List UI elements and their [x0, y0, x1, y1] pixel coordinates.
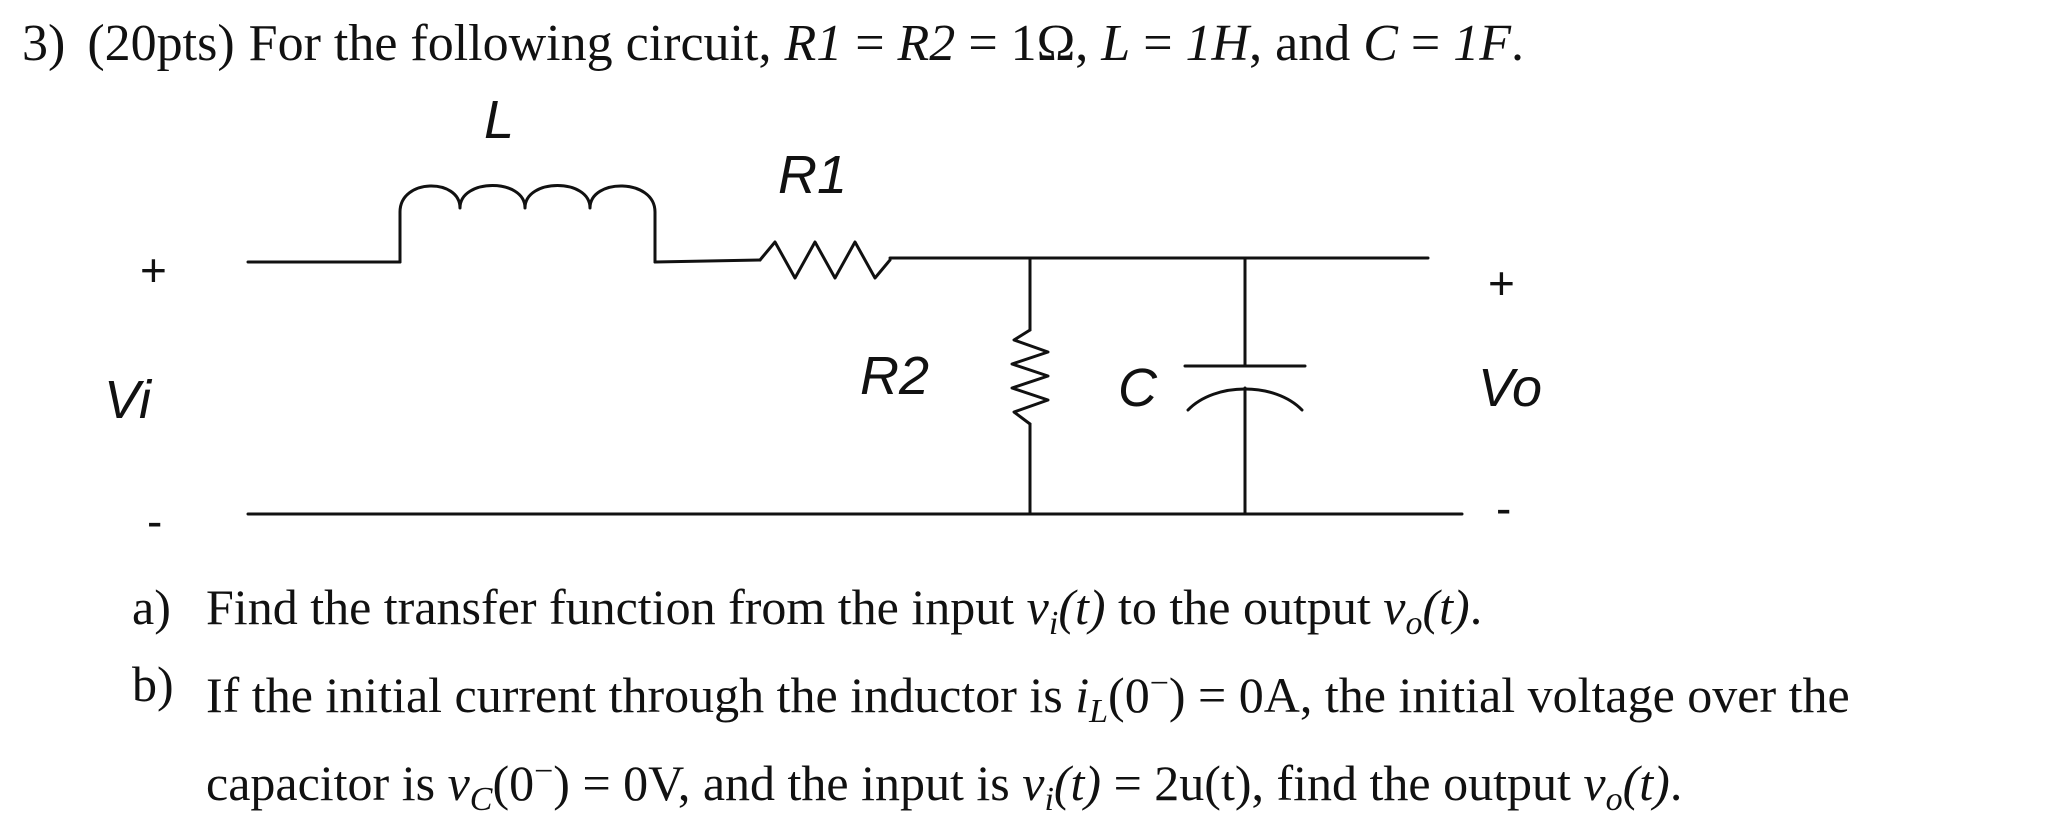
inductor-coil: [398, 184, 657, 264]
wire-inductor-r1: [653, 258, 762, 264]
part-b-label: b): [132, 656, 174, 712]
problem-number: 3): [22, 15, 66, 72]
label-r2: R2: [860, 346, 929, 406]
part-b-continued: capacitor is vC(0−) = 0V, and the input …: [132, 742, 1850, 830]
given-values: R1 = R2 = 1Ω, L = 1H, and C = 1F.: [784, 15, 1524, 72]
vin-minus-sign: -: [147, 495, 162, 547]
problem-points: (20pts): [87, 15, 235, 72]
problem-intro: For the following circuit,: [248, 15, 772, 72]
part-b: b) If the initial current through the in…: [132, 654, 1850, 742]
resistor-r1: [758, 240, 892, 280]
capacitance-value: 1F: [1453, 15, 1511, 72]
part-b-line-1: If the initial current through the induc…: [206, 665, 1850, 730]
l-symbol: L: [1101, 15, 1131, 72]
r2-symbol: R2: [897, 15, 956, 72]
label-inductor: L: [484, 90, 514, 150]
label-vin: Vi: [104, 370, 153, 430]
label-r1: R1: [778, 145, 847, 205]
part-a: a) Find the transfer function from the i…: [132, 577, 1850, 654]
question-parts: a) Find the transfer function from the i…: [132, 577, 1850, 830]
c-symbol: C: [1363, 15, 1398, 72]
vin-plus-sign: +: [140, 244, 167, 296]
label-vout: Vo: [1478, 358, 1542, 418]
problem-statement: 3) (20pts)For the following circuit, R1 =…: [22, 8, 1524, 80]
vout-minus-sign: -: [1496, 482, 1511, 534]
label-capacitor: C: [1118, 358, 1158, 418]
part-a-text: Find the transfer function from the inpu…: [206, 579, 1483, 642]
vout-plus-sign: +: [1488, 257, 1515, 309]
r1-symbol: R1: [784, 15, 843, 72]
resistance-value: 1Ω: [1010, 15, 1076, 72]
circuit-diagram: L R1 R2 C Vi Vo + - + -: [104, 90, 1542, 547]
inductance-value: 1H: [1185, 15, 1250, 72]
part-a-label: a): [132, 579, 171, 635]
part-b-line-2: capacitor is vC(0−) = 0V, and the input …: [206, 753, 1683, 818]
resistor-r2: [1010, 328, 1050, 426]
